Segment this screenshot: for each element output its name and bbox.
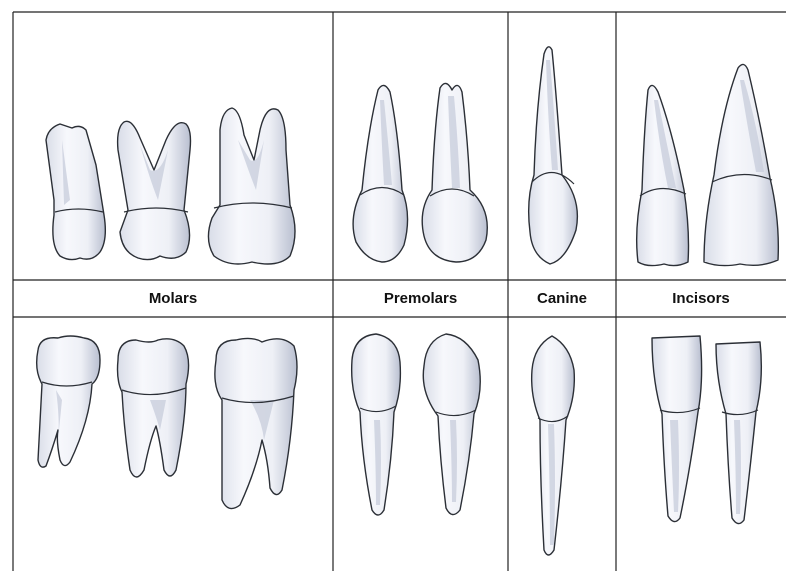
incisors-label: Incisors xyxy=(616,280,786,317)
molar-3-bottom xyxy=(215,338,297,508)
incisor-lateral-top xyxy=(637,85,689,265)
premolar-2-bottom xyxy=(423,334,480,515)
molar-3-top xyxy=(208,108,295,264)
canine-top xyxy=(529,47,578,264)
premolars-label: Premolars xyxy=(333,280,508,317)
molar-2-top xyxy=(118,121,191,259)
premolar-1-top xyxy=(353,85,407,262)
premolar-1-bottom xyxy=(352,334,401,515)
premolar-2-top xyxy=(422,83,487,262)
incisor-central-top xyxy=(704,64,778,265)
canine-bottom xyxy=(532,336,575,555)
molars-label: Molars xyxy=(13,280,333,317)
incisor-1-bottom xyxy=(652,336,702,522)
molar-2-bottom xyxy=(118,339,189,477)
incisor-2-bottom xyxy=(716,342,761,524)
molar-1-bottom xyxy=(37,336,100,467)
canine-label: Canine xyxy=(508,280,616,317)
molar-1-top xyxy=(46,124,105,260)
